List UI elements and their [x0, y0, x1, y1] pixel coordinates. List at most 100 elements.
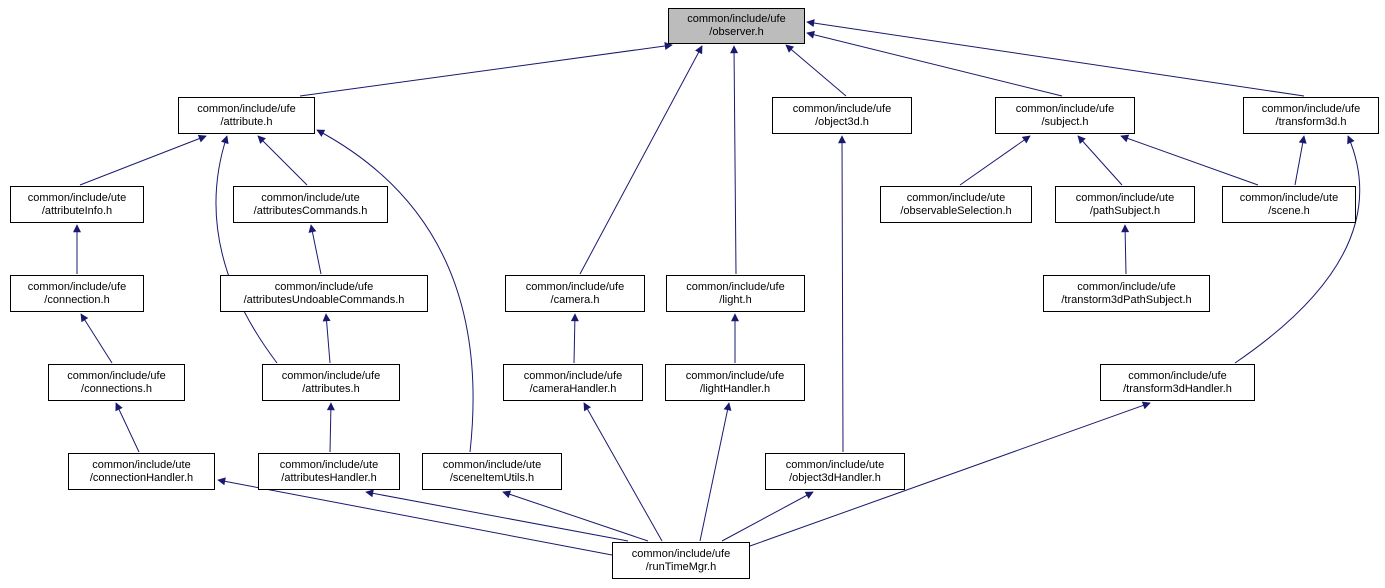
node-label-file: /attributeInfo.h — [41, 204, 113, 217]
node-label-path: common/include/ufe — [686, 280, 785, 293]
node-transtorm3dPathSubject[interactable]: common/include/ufe/transtorm3dPathSubjec… — [1043, 275, 1210, 312]
node-runTimeMgr[interactable]: common/include/ufe/runTimeMgr.h — [612, 542, 750, 579]
node-label-file: /transtorm3dPathSubject.h — [1061, 293, 1192, 306]
node-label-file: /object3d.h — [815, 115, 869, 128]
edge-attributesUndoableCommands-to-attributesCommands — [308, 224, 322, 275]
edge-runTimeMgr-to-sceneItemUtils — [502, 490, 649, 542]
node-label-path: common/include/ufe — [1077, 280, 1176, 293]
node-label-file: /sceneItemUtils.h — [449, 471, 535, 484]
node-attributesHandler[interactable]: common/include/ute/attributesHandler.h — [258, 453, 400, 490]
edge-cameraHandler-to-camera — [570, 313, 579, 364]
node-label-file: /attributes.h — [302, 382, 360, 395]
node-connectionHandler[interactable]: common/include/ute/connectionHandler.h — [68, 453, 215, 490]
node-label-file: /light.h — [719, 293, 752, 306]
node-label-path: common/include/ufe — [687, 13, 786, 25]
node-light[interactable]: common/include/ufe/light.h — [666, 275, 805, 312]
node-transform3dHandler[interactable]: common/include/ufe/transform3dHandler.h — [1100, 364, 1255, 401]
node-label-file: /scene.h — [1268, 204, 1310, 217]
node-transform3d[interactable]: common/include/ufe/transform3d.h — [1243, 97, 1379, 134]
edge-transform3d-to-observer — [806, 19, 1305, 97]
node-label-path: common/include/ute — [92, 458, 191, 471]
node-label-path: common/include/ute — [785, 458, 885, 471]
edge-runTimeMgr-to-transform3dHandler — [749, 401, 1151, 547]
node-label-path: common/include/ute — [261, 191, 360, 204]
node-label-file: /connection.h — [44, 293, 110, 306]
node-label-path: common/include/ufe — [792, 102, 892, 115]
edge-runTimeMgr-to-cameraHandler — [583, 402, 663, 542]
edge-object3dHandler-to-object3d — [838, 135, 847, 453]
node-label-file: /lightHandler.h — [699, 382, 771, 395]
node-attribute[interactable]: common/include/ufe/attribute.h — [178, 97, 315, 134]
edge-runTimeMgr-to-object3dHandler — [721, 491, 814, 542]
node-observableSelection[interactable]: common/include/ute/observableSelection.h — [880, 186, 1032, 223]
node-label-path: common/include/ute — [1239, 191, 1339, 204]
node-attributeInfo[interactable]: common/include/ute/attributeInfo.h — [10, 186, 144, 223]
edge-connectionHandler-to-connections — [115, 402, 140, 453]
node-sceneItemUtils[interactable]: common/include/ute/sceneItemUtils.h — [422, 453, 562, 490]
edge-transtorm3dPathSubject-to-pathSubject — [1121, 224, 1130, 275]
node-label-file: /runTimeMgr.h — [645, 560, 717, 573]
node-label-file: /object3dHandler.h — [789, 471, 881, 484]
edge-camera-to-observer — [579, 45, 703, 275]
node-attributes[interactable]: common/include/ufe/attributes.h — [262, 364, 400, 401]
edge-object3d-to-observer — [785, 44, 847, 97]
node-camera[interactable]: common/include/ufe/camera.h — [505, 275, 645, 312]
node-connections[interactable]: common/include/ufe/connections.h — [48, 364, 185, 401]
node-label-file: /connectionHandler.h — [89, 471, 194, 484]
node-label-file: /attribute.h — [220, 115, 273, 128]
edge-attributesHandler-to-attributes — [326, 402, 335, 453]
edge-runTimeMgr-to-connectionHandler — [217, 477, 613, 556]
edge-scene-to-subject — [1120, 134, 1259, 186]
node-scene[interactable]: common/include/ute/scene.h — [1222, 186, 1356, 223]
edge-connections-to-connection — [80, 313, 113, 364]
node-label-path: common/include/ufe — [197, 102, 296, 115]
edge-attribute-to-observer — [299, 42, 673, 97]
node-connection[interactable]: common/include/ufe/connection.h — [10, 275, 144, 312]
edge-subject-to-observer — [806, 30, 1063, 97]
node-cameraHandler[interactable]: common/include/ufe/cameraHandler.h — [503, 364, 643, 401]
node-label-file: /cameraHandler.h — [529, 382, 617, 395]
edge-light-to-observer — [730, 45, 739, 275]
node-label-path: common/include/ute — [442, 458, 542, 471]
edge-runTimeMgr-to-attributesHandler — [365, 489, 629, 542]
node-label-file: /camera.h — [550, 293, 600, 306]
node-object3d[interactable]: common/include/ufe/object3d.h — [772, 97, 912, 134]
edge-scene-to-transform3d — [1294, 135, 1307, 186]
node-label-file: /observableSelection.h — [900, 204, 1012, 217]
node-observer[interactable]: common/include/ufe/observer.h — [668, 8, 805, 44]
node-label-file: /attributesUndoableCommands.h — [243, 293, 405, 306]
node-label-file: /observer.h — [709, 26, 764, 38]
node-label-path: common/include/ufe — [685, 369, 785, 382]
node-label-file: /subject.h — [1041, 115, 1089, 128]
edge-observableSelection-to-subject — [959, 135, 1031, 186]
node-label-path: common/include/ufe — [523, 369, 623, 382]
node-label-path: common/include/ufe — [525, 280, 625, 293]
node-label-path: common/include/ute — [27, 191, 127, 204]
node-label-path: common/include/ute — [1075, 191, 1175, 204]
edge-runTimeMgr-to-lightHandler — [699, 402, 732, 542]
node-label-file: /connections.h — [81, 382, 152, 395]
node-pathSubject[interactable]: common/include/ute/pathSubject.h — [1055, 186, 1195, 223]
node-label-file: /transform3d.h — [1275, 115, 1347, 128]
edge-attributes-to-attributesUndoableCommands — [322, 313, 331, 364]
edge-pathSubject-to-subject — [1077, 135, 1123, 186]
node-label-file: /transform3dHandler.h — [1123, 382, 1232, 395]
edge-attributeInfo-to-attribute — [79, 134, 207, 186]
node-label-path: common/include/ufe — [631, 547, 731, 560]
node-subject[interactable]: common/include/ufe/subject.h — [995, 97, 1135, 134]
node-label-path: common/include/ufe — [1261, 102, 1361, 115]
node-label-path: common/include/ufe — [1015, 102, 1115, 115]
node-attributesCommands[interactable]: common/include/ute/attributesCommands.h — [233, 186, 388, 223]
node-attributesUndoableCommands[interactable]: common/include/ufe/attributesUndoableCom… — [220, 275, 428, 312]
node-object3dHandler[interactable]: common/include/ute/object3dHandler.h — [765, 453, 905, 490]
node-label-file: /attributesCommands.h — [253, 204, 368, 217]
node-label-path: common/include/ufe — [274, 280, 374, 293]
node-lightHandler[interactable]: common/include/ufe/lightHandler.h — [665, 364, 805, 401]
node-label-path: common/include/ute — [279, 458, 379, 471]
node-label-file: /pathSubject.h — [1089, 204, 1161, 217]
node-label-path: common/include/ufe — [1128, 369, 1227, 382]
edge-attributes-to-attribute — [215, 135, 278, 364]
edge-transform3dHandler-to-transform3d — [1234, 135, 1361, 364]
